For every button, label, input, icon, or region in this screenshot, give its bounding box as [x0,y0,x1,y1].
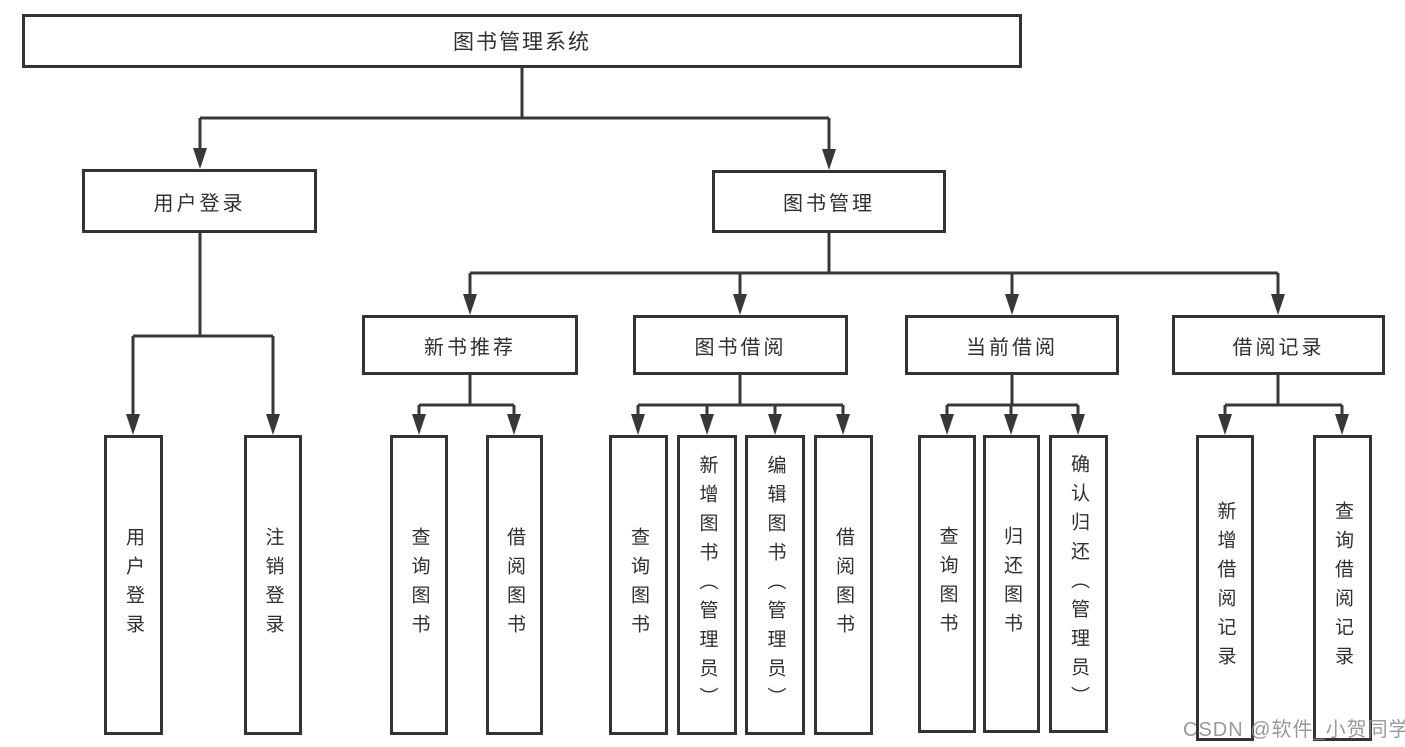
node-borrow-records: 借阅记录 [1172,315,1385,375]
leaf-current-query-books: 查询图书 [918,435,976,733]
node-root: 图书管理系统 [22,14,1022,68]
leaf-user-login: 用户登录 [104,435,163,735]
leaf-newbook-borrow-books: 借阅图书 [486,435,543,735]
leaf-edit-books-admin: 编辑图书（管理员） [745,435,805,735]
node-root-label: 图书管理系统 [453,31,591,54]
connector-borrow-to-leaves [631,375,850,435]
node-new-book-recommend-label: 新书推荐 [424,336,516,359]
node-new-book-recommend: 新书推荐 [362,315,578,375]
leaf-query-borrow-record: 查询借阅记录 [1313,435,1372,741]
leaf-return-books: 归还图书 [983,435,1040,733]
node-user-login-branch: 用户登录 [82,169,317,233]
csdn-watermark: CSDN @软件_小贺同学 [1183,719,1405,741]
connector-current-to-leaves [940,375,1085,435]
leaf-add-books-admin: 新增图书（管理员） [677,435,737,735]
leaf-logout: 注销登录 [244,435,302,735]
connector-userlogin-to-leaves [126,233,280,435]
node-current-borrow-label: 当前借阅 [966,336,1058,359]
connector-records-to-leaves [1218,375,1349,435]
node-book-management-label: 图书管理 [783,193,875,215]
node-current-borrow: 当前借阅 [905,315,1119,375]
connector-newbook-to-leaves [412,375,521,435]
connector-root-to-level2 [193,68,836,170]
leaf-newbook-query-books: 查询图书 [390,435,448,735]
node-borrow-records-label: 借阅记录 [1232,336,1325,359]
leaf-add-borrow-record: 新增借阅记录 [1196,435,1254,741]
node-book-borrow: 图书借阅 [633,315,848,375]
leaf-confirm-return-admin: 确认归还（管理员） [1049,435,1108,733]
leaf-borrow-query-books: 查询图书 [609,435,668,735]
node-book-borrow-label: 图书借阅 [694,336,787,359]
leaf-borrow-books: 借阅图书 [814,435,873,735]
node-book-management: 图书管理 [712,170,946,233]
node-user-login-branch-label: 用户登录 [153,192,246,215]
connector-bookmgmt-to-level3 [463,233,1285,315]
